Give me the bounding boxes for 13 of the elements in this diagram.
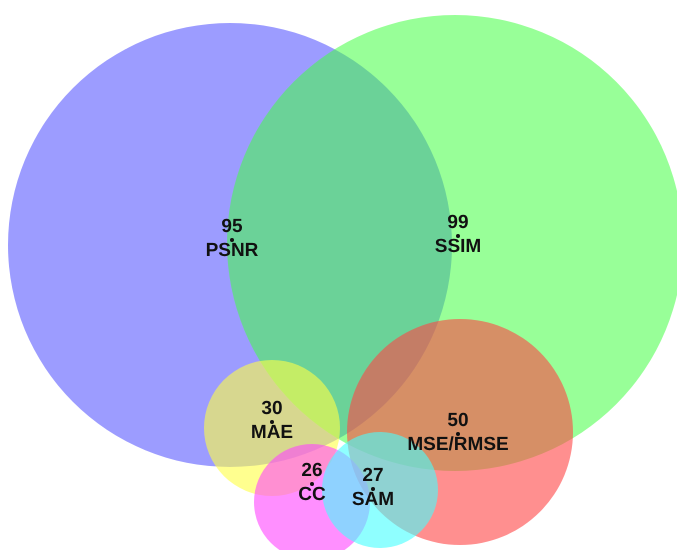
metric-label: MSE/RMSE [407, 434, 509, 456]
count-label: 95 [221, 216, 243, 238]
count-label: 50 [447, 410, 469, 432]
count-label: 30 [261, 398, 283, 420]
metric-label: CC [298, 484, 326, 506]
count-label: 26 [301, 460, 323, 482]
metric-label: SSIM [434, 236, 482, 258]
metric-label: PSNR [206, 240, 258, 262]
count-label: 99 [447, 212, 469, 234]
metric-label: SAM [352, 489, 394, 511]
set-circle [347, 319, 573, 545]
metric-label: MAE [250, 422, 294, 444]
count-label: 27 [362, 465, 384, 487]
